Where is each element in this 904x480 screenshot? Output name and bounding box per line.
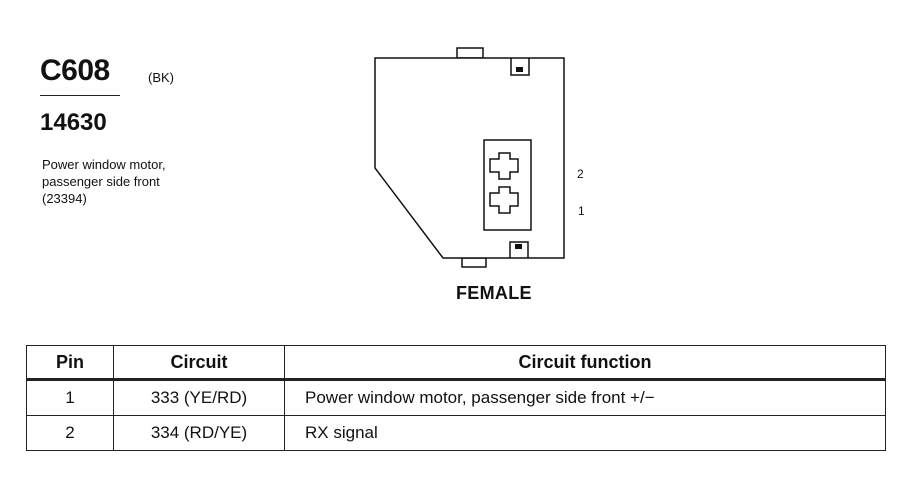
header-pin: Pin	[26, 345, 114, 381]
bottom-key-notch	[509, 241, 529, 258]
header-circuit: Circuit	[113, 345, 285, 381]
connector-body-outline	[374, 57, 565, 259]
cell-pin: 2	[26, 415, 114, 451]
terminal-cavity-1	[489, 186, 519, 214]
connector-face-diagram	[374, 47, 565, 268]
connector-gender-label: FEMALE	[456, 283, 532, 303]
terminal-housing	[483, 139, 532, 231]
cell-circuit: 333 (YE/RD)	[113, 379, 285, 416]
table-row: 1 333 (YE/RD) Power window motor, passen…	[26, 379, 886, 416]
top-latch-tab	[456, 47, 484, 59]
connector-description: Power window motor, passenger side front…	[42, 157, 166, 206]
bottom-latch-tab	[461, 257, 487, 268]
part-number: 14630	[40, 109, 107, 136]
cell-circuit-function: Power window motor, passenger side front…	[284, 379, 886, 416]
top-key-notch	[510, 58, 530, 76]
connector-id: C608	[40, 54, 110, 87]
title-underline	[40, 95, 120, 96]
table-row: 2 334 (RD/YE) RX signal	[26, 415, 886, 451]
cell-circuit: 334 (RD/YE)	[113, 415, 285, 451]
pin-table: Pin Circuit Circuit function 1 333 (YE/R…	[26, 345, 886, 451]
cell-circuit-function: RX signal	[284, 415, 886, 451]
cell-pin: 1	[26, 379, 114, 416]
header-circuit-function: Circuit function	[284, 345, 886, 381]
pin-label-1: 1	[578, 204, 585, 218]
connector-color: (BK)	[148, 70, 174, 85]
terminal-cavity-2	[489, 152, 519, 180]
pin-label-2: 2	[577, 167, 584, 181]
table-header-row: Pin Circuit Circuit function	[26, 345, 886, 381]
